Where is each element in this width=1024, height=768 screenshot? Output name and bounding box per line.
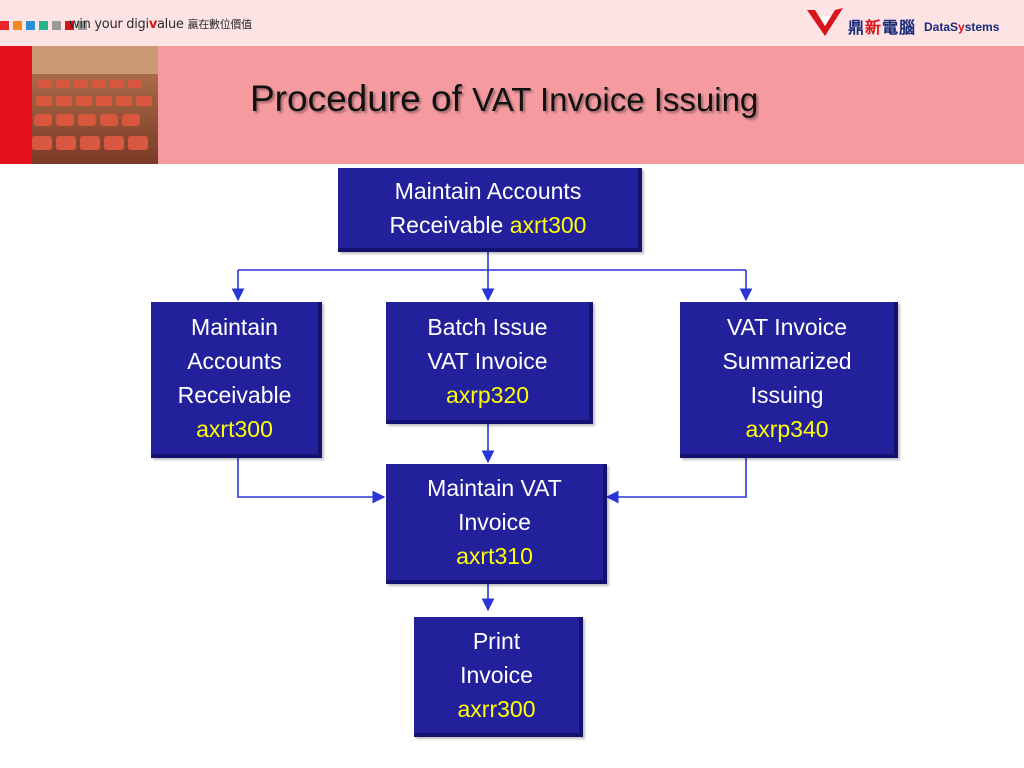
logo-square: [26, 21, 35, 30]
node-label: Print: [472, 628, 521, 654]
node-label: Invoice: [458, 509, 531, 535]
program-code: axrt300: [196, 416, 273, 442]
program-code: axrp340: [745, 416, 829, 442]
node-label: Receivable: [177, 382, 292, 408]
logo-square: [65, 21, 74, 30]
logo-square: [13, 21, 22, 30]
node-label: Issuing: [750, 382, 824, 408]
arrow-left-to-maintain-vat: [237, 456, 386, 504]
node-label: Summarized: [722, 348, 852, 374]
auditorium-seats-image: [32, 46, 158, 164]
node-label: Invoice: [460, 662, 533, 688]
logo-square: [52, 21, 61, 30]
title-band: [0, 46, 1024, 164]
program-code: axrt300: [509, 212, 587, 238]
node-label: Maintain Accounts: [394, 178, 582, 204]
company-name-english: DataSystems: [924, 20, 999, 34]
logo-square: [0, 21, 9, 30]
node-maintain-accounts-receivable-left: Maintain Accounts Receivable axrt300: [151, 302, 322, 458]
program-code: axrt310: [456, 543, 533, 569]
node-label: Maintain VAT: [427, 475, 562, 501]
node-maintain-vat-invoice: Maintain VAT Invoice axrt310: [386, 464, 607, 584]
node-label-part: Receivable: [389, 212, 510, 238]
logo-zh-2: 新: [865, 20, 883, 37]
red-accent-strip: [0, 46, 32, 164]
logo-en-1: DataS: [924, 20, 959, 34]
slogan-v: v: [148, 17, 157, 32]
node-maintain-accounts-receivable-top: Maintain Accounts Receivable axrt300: [338, 168, 642, 252]
color-squares-logo: [0, 21, 87, 30]
company-name-chinese: 鼎新電腦: [848, 14, 916, 38]
logo-en-2: y: [958, 20, 965, 34]
logo-zh-3: 電腦: [882, 20, 917, 37]
slogan-prefix: win your digi: [69, 17, 149, 32]
node-label: VAT Invoice: [427, 348, 548, 374]
program-code: axrr300: [457, 696, 536, 722]
page-title: Procedure of VAT Invoice Issuing: [250, 78, 758, 120]
slogan-chinese: 贏在數位價值: [187, 18, 253, 31]
slogan-suffix: alue: [157, 17, 184, 32]
node-label: Batch Issue: [427, 314, 548, 340]
node-label: Accounts: [187, 348, 282, 374]
title-part-2: VAT Invoice Issuing: [472, 81, 759, 118]
logo-zh-1: 鼎: [848, 20, 866, 37]
node-vat-invoice-summarized-issuing: VAT Invoice Summarized Issuing axrp340: [680, 302, 898, 458]
arrow-right-to-maintain-vat: [605, 456, 747, 504]
title-part-1: Procedure of: [250, 78, 473, 119]
program-code: axrp320: [445, 382, 530, 408]
logo-square: [39, 21, 48, 30]
node-label: VAT Invoice: [726, 314, 848, 340]
node-print-invoice: Print Invoice axrr300: [414, 617, 583, 737]
datasystems-logo-icon: [807, 8, 843, 36]
node-label: Maintain: [191, 314, 278, 340]
auditorium-photo: [32, 46, 158, 164]
logo-en-3: stems: [964, 20, 1000, 34]
node-batch-issue-vat-invoice: Batch Issue VAT Invoice axrp320: [386, 302, 593, 424]
node-label: Receivable axrt300: [390, 208, 587, 242]
logo-square: [78, 21, 87, 30]
